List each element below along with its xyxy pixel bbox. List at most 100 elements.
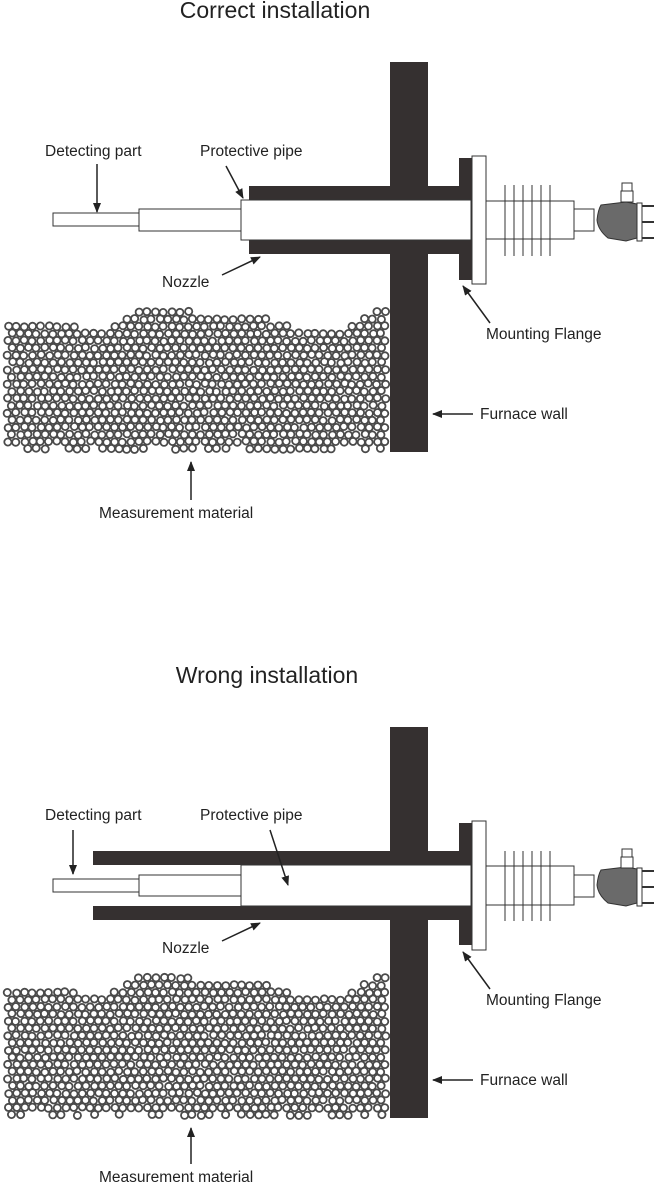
pellet (122, 328, 132, 338)
pellet (290, 1103, 300, 1113)
pellet (281, 1002, 291, 1012)
pellet (327, 1052, 337, 1062)
pellet (196, 980, 206, 990)
pellet (265, 393, 275, 403)
pellet (274, 1074, 284, 1084)
pellet (314, 350, 324, 360)
pellet (93, 335, 103, 345)
pellet (294, 995, 304, 1005)
pellet (339, 421, 349, 431)
pellet (265, 350, 275, 360)
pellet (274, 1044, 284, 1054)
pellet (118, 1031, 128, 1041)
pellet (212, 415, 222, 425)
pellet (278, 1081, 288, 1091)
pellet (220, 415, 230, 425)
pellet (109, 336, 119, 346)
pellet (294, 1053, 304, 1063)
pellet (335, 1096, 345, 1106)
pellet (40, 415, 50, 425)
pellet (270, 358, 280, 368)
pellet (11, 321, 21, 331)
pellet (28, 364, 38, 374)
pellet (44, 1016, 54, 1026)
pellet (129, 329, 139, 339)
pellet (69, 322, 79, 332)
pellet (28, 1002, 38, 1012)
pellet (179, 343, 189, 353)
pellet (163, 1009, 173, 1019)
pellet (167, 379, 177, 389)
pellet (236, 357, 246, 367)
pellet (364, 1016, 374, 1026)
pellet (208, 1045, 218, 1055)
pellet (245, 1053, 255, 1063)
pellet (232, 437, 242, 447)
pellet (254, 1110, 264, 1120)
pellet (11, 437, 21, 447)
pellet (248, 379, 258, 389)
pellet (291, 436, 301, 446)
pellet (188, 329, 198, 339)
pellet (81, 444, 91, 454)
pellet (43, 393, 53, 403)
pellet (233, 1103, 243, 1113)
pellet (295, 429, 305, 439)
arrow-mounting-flange (462, 285, 491, 324)
furnace-wall (390, 727, 428, 1118)
pellet (135, 988, 145, 998)
pellet (56, 343, 66, 353)
pellet (273, 1102, 283, 1112)
pellet (101, 1030, 111, 1040)
label-furnace-wall: Furnace wall (480, 1072, 568, 1089)
pellet (142, 1103, 152, 1113)
pellet (285, 1110, 295, 1120)
pellet (146, 371, 156, 381)
pellet (302, 443, 312, 453)
pellet (85, 1073, 95, 1083)
pellet (216, 1074, 226, 1084)
pellet (299, 1089, 309, 1099)
pellet (126, 437, 136, 447)
pellet (195, 1080, 205, 1090)
pellet (101, 364, 111, 374)
pellet (93, 351, 103, 361)
pellet (221, 443, 231, 453)
pellet (347, 394, 357, 404)
pellet (126, 1103, 136, 1113)
pellet (310, 372, 320, 382)
pellet (98, 1038, 108, 1048)
pellet (310, 1067, 320, 1077)
pellet (215, 321, 225, 331)
pellet (360, 444, 370, 454)
pellet (167, 436, 177, 446)
pellet (330, 1016, 340, 1026)
pellet (380, 1073, 390, 1083)
pellet (302, 429, 312, 439)
pellet (56, 430, 66, 440)
pellet (191, 987, 201, 997)
pellet (261, 358, 271, 368)
pellet (351, 1066, 361, 1076)
pellet (31, 443, 41, 453)
pellet (77, 350, 87, 360)
pellet (253, 415, 263, 425)
pellet (224, 336, 234, 346)
pellet (203, 371, 213, 381)
pellet (338, 1103, 348, 1113)
pellet (228, 343, 238, 353)
pellet (208, 1103, 218, 1113)
pellet (236, 401, 246, 411)
pellet (139, 1009, 149, 1019)
pellet (146, 314, 156, 324)
pellet (60, 378, 70, 388)
pellet (130, 1052, 140, 1062)
pellet (278, 387, 288, 397)
pellet (367, 1053, 377, 1063)
pellet (93, 1045, 103, 1055)
pellet (73, 1052, 83, 1062)
pellet (105, 1024, 115, 1034)
pellet (237, 1038, 247, 1048)
pellet (310, 995, 320, 1005)
pellet (77, 1016, 87, 1026)
